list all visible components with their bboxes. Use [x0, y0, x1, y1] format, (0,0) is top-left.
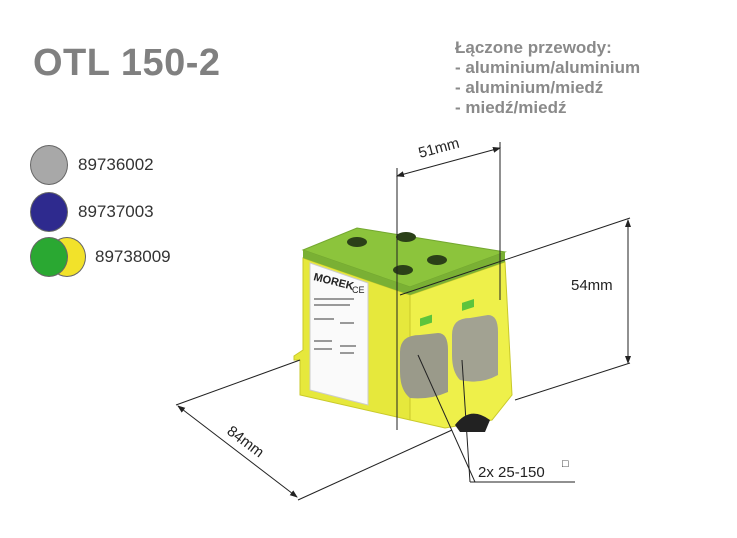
variant-gray: 89736002 [30, 145, 154, 185]
gray-color-swatch-icon [30, 145, 68, 185]
product-title: OTL 150-2 [33, 42, 221, 84]
cross-section-label: 2x 25-150 [478, 464, 545, 481]
dimension-lines [175, 142, 631, 501]
variant-blue: 89737003 [30, 192, 154, 232]
wire-combo: - aluminium/aluminium [455, 58, 641, 77]
variant-code: 89738009 [95, 247, 171, 266]
length-dimension-label: 84mm [224, 423, 268, 462]
connected-wires-info: Łączone przewody: - aluminium/aluminium … [455, 38, 640, 118]
ce-mark: CE [352, 285, 365, 295]
terminal-block-image: MOREK CE [293, 227, 513, 432]
wires-heading: Łączone przewody: [455, 38, 612, 57]
height-dimension-label: 54mm [571, 277, 613, 294]
wire-combo: - miedź/miedź [455, 98, 567, 117]
blue-color-swatch-icon [30, 192, 68, 232]
width-dimension-label: 51mm [417, 135, 462, 162]
square-mm-symbol-icon: □ [562, 458, 569, 470]
wire-combo: - aluminium/miedź [455, 78, 604, 97]
variant-green-yellow: 89738009 [30, 237, 171, 277]
green-yellow-color-swatch-icon [30, 237, 86, 277]
variant-code: 89737003 [78, 202, 154, 221]
variant-code: 89736002 [78, 155, 154, 174]
